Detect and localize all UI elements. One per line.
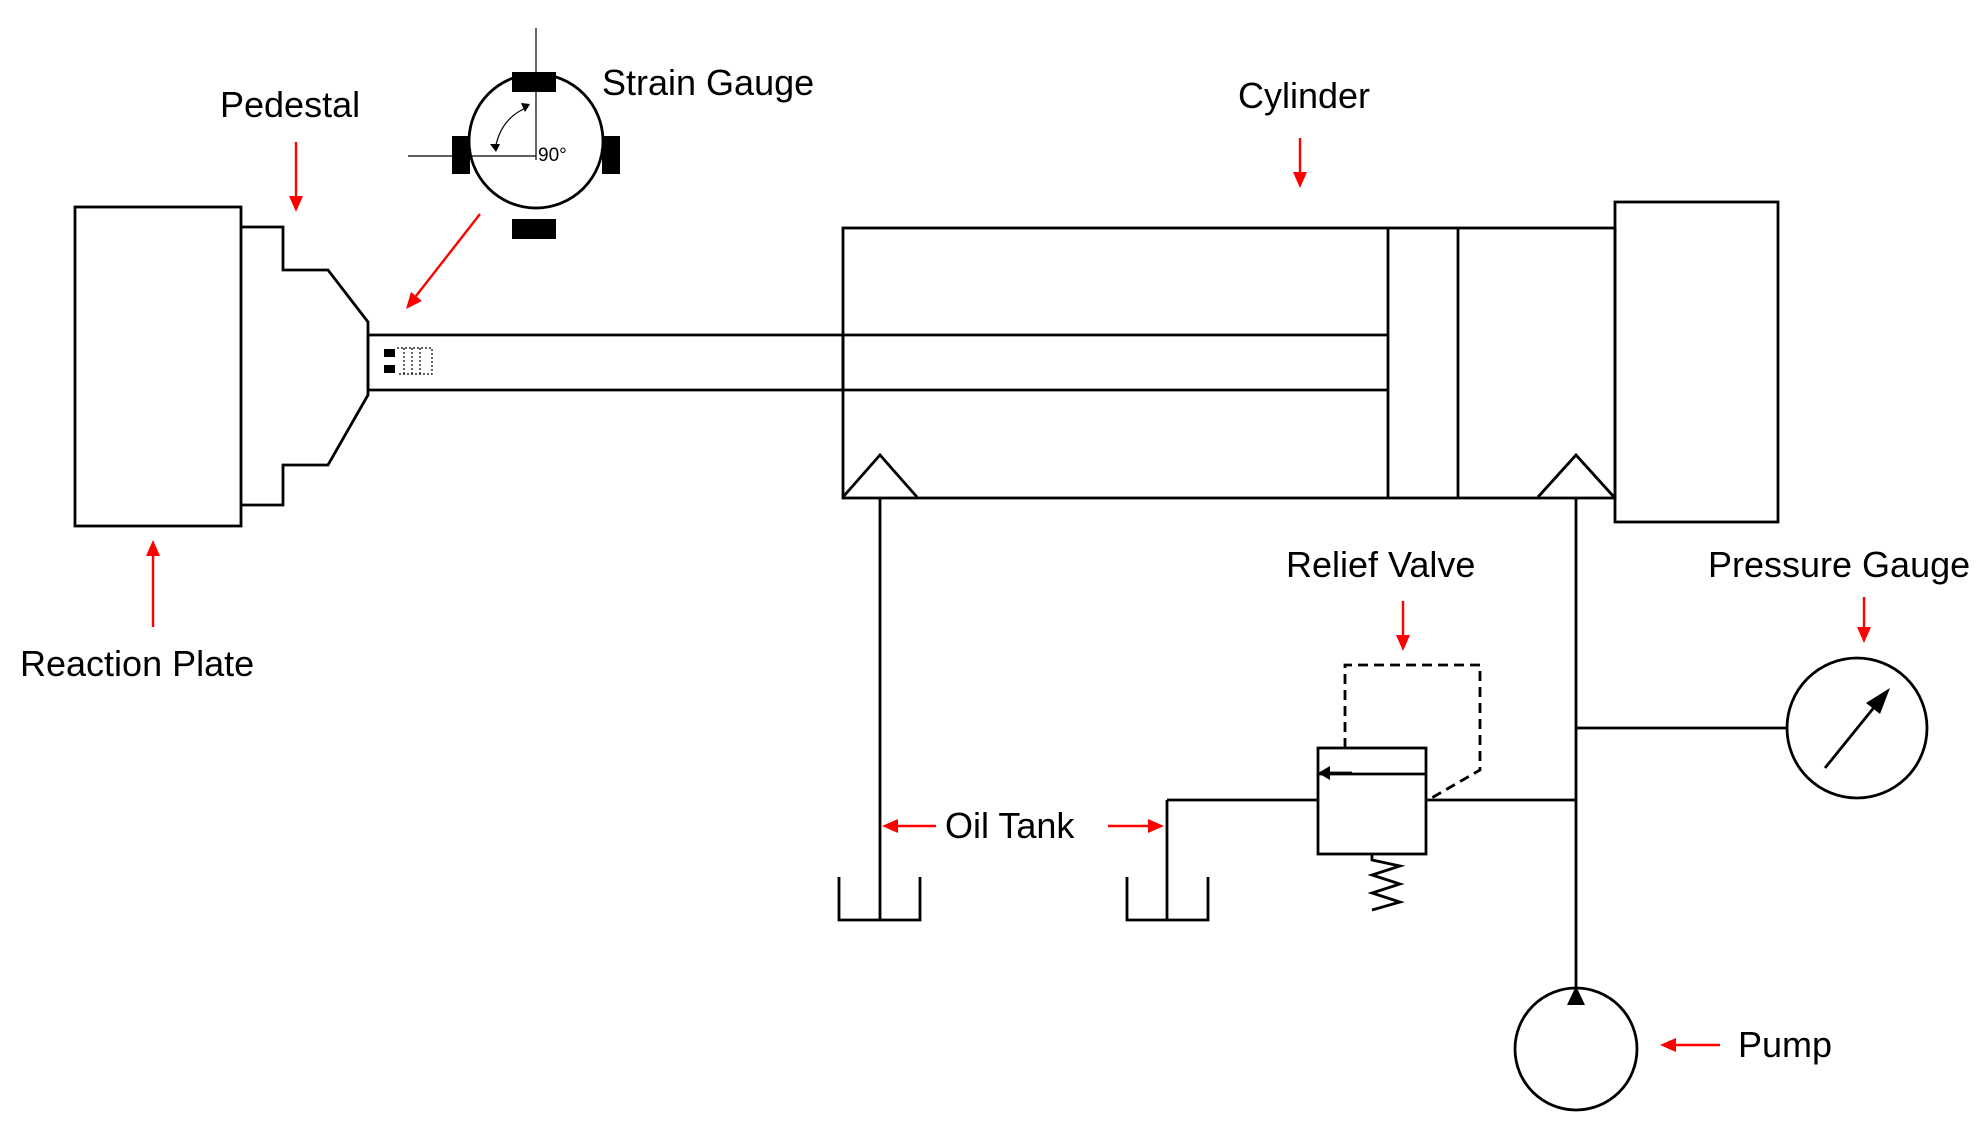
relief-valve bbox=[1165, 663, 1576, 920]
piston-rod bbox=[366, 333, 1388, 392]
cylinder-label: Cylinder bbox=[1238, 75, 1370, 116]
strain-gauge-label: Strain Gauge bbox=[602, 62, 814, 103]
oil-tank-right bbox=[1125, 877, 1210, 922]
oil-tank-left bbox=[837, 877, 922, 922]
annotation-arrows bbox=[146, 138, 1871, 1052]
pressure-gauge bbox=[1576, 656, 1929, 800]
pump bbox=[1513, 986, 1639, 1112]
relief-valve-label: Relief Valve bbox=[1286, 544, 1475, 585]
cylinder bbox=[841, 226, 1617, 500]
pressure-gauge-label: Pressure Gauge bbox=[1708, 544, 1970, 585]
pedestal-label: Pedestal bbox=[220, 84, 360, 125]
reaction-plate bbox=[73, 205, 243, 528]
pump-label: Pump bbox=[1738, 1024, 1832, 1065]
strain-gauge-detail: 90° bbox=[408, 28, 620, 239]
cylinder-end-cap bbox=[1613, 200, 1780, 524]
pedestal bbox=[241, 225, 370, 507]
angle-label: 90° bbox=[538, 145, 567, 166]
strain-gauge-element bbox=[384, 347, 433, 375]
oil-tank-label: Oil Tank bbox=[945, 805, 1075, 846]
reaction-plate-label: Reaction Plate bbox=[20, 643, 254, 684]
